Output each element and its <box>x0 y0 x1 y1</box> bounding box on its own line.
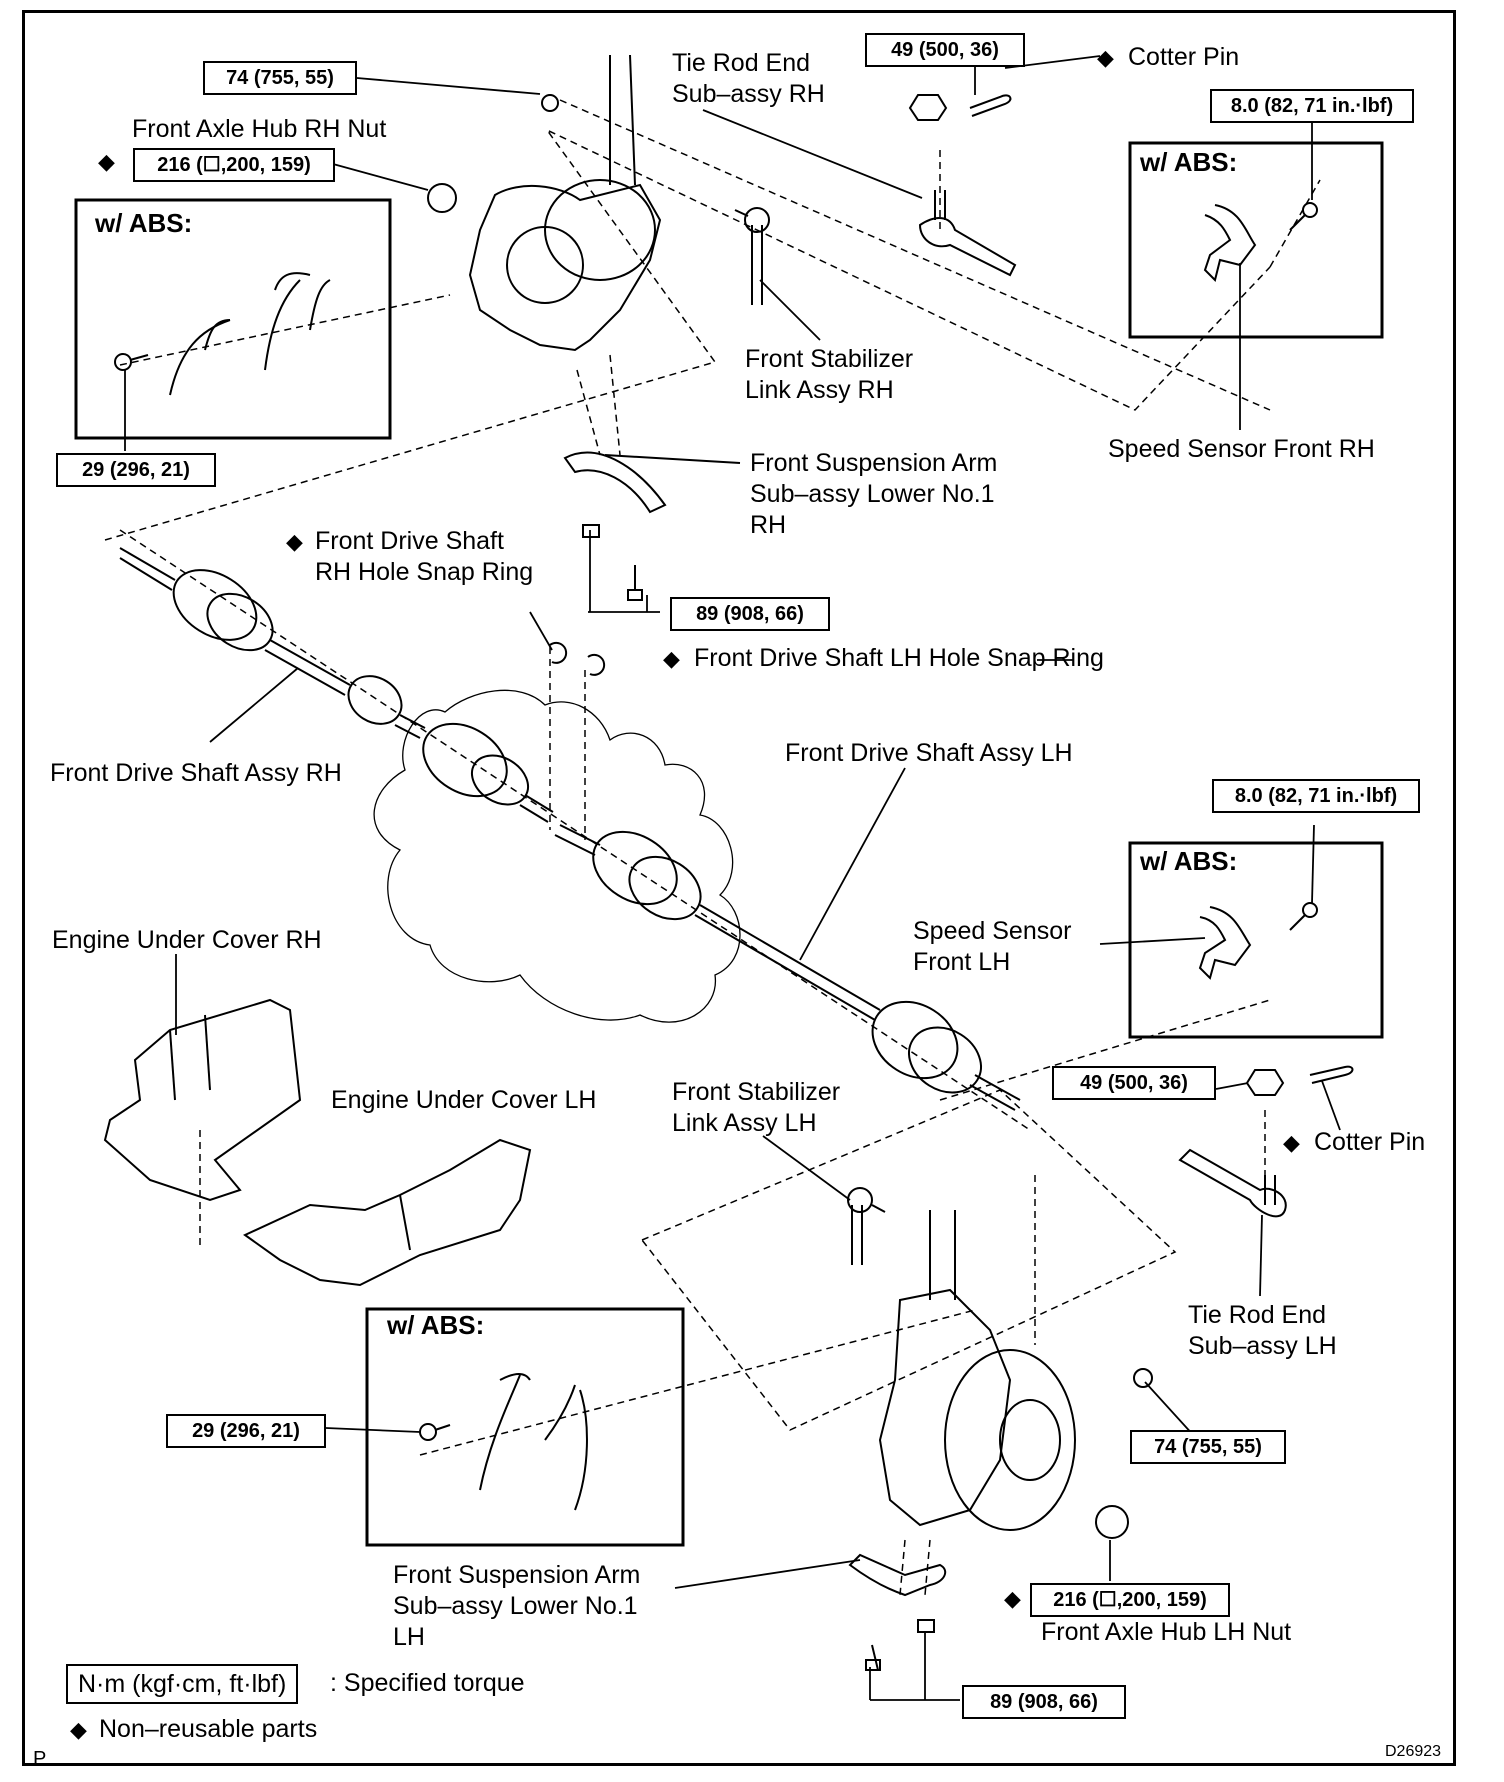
label-cotter-pin-top: Cotter Pin <box>1128 43 1240 71</box>
torque-216-top: 216 (☐,200, 159) <box>133 148 335 182</box>
abs-title-top-left: w/ ABS: <box>95 208 193 238</box>
label-front-drive-shaft-assy-rh: Front Drive Shaft Assy RH <box>50 759 342 787</box>
label-tie-rod-end-rh: Tie Rod End Sub–assy RH <box>672 49 825 108</box>
figure-code: D26923 <box>1385 1743 1442 1760</box>
hub-nut-lh <box>1095 1505 1129 1539</box>
torque-49-top: 49 (500, 36) <box>865 33 1025 67</box>
steering-knuckle-lh <box>878 1210 1076 1531</box>
torque-8-mid: 8.0 (82, 71 in.·lbf) <box>1212 779 1420 813</box>
washer-74-bottom <box>1133 1368 1153 1388</box>
steering-knuckle-rh <box>468 54 662 352</box>
snap-ring-lh <box>587 653 606 676</box>
label-front-axle-hub-lh-nut: Front Axle Hub LH Nut <box>1041 1618 1292 1646</box>
castle-nut-top <box>908 94 948 121</box>
snap-ring-rh <box>549 641 568 664</box>
bolt-8-top <box>1289 202 1318 231</box>
nut-89-top <box>582 524 600 538</box>
bolt-89-bottom <box>865 1644 881 1671</box>
abs-box-top-right <box>1128 141 1384 339</box>
diagram-frame <box>22 10 1456 1766</box>
hub-nut-rh <box>427 183 457 213</box>
torque-74-bottom: 74 (755, 55) <box>1130 1430 1286 1464</box>
nonreusable-marker-snap-lh: ◆ <box>663 646 680 671</box>
label-front-suspension-arm-lh: Front Suspension Arm Sub–assy Lower No.1… <box>393 1561 641 1651</box>
abs-title-mid-right: w/ ABS: <box>1140 846 1238 876</box>
abs-wire-bottom <box>479 1373 588 1511</box>
label-front-drive-shaft-lh-snap-ring: Front Drive Shaft LH Hole Snap Ring <box>694 644 1104 672</box>
label-front-drive-shaft-rh-snap-ring: Front Drive Shaft RH Hole Snap Ring <box>315 527 534 586</box>
dashed-frame-bottom <box>641 1089 1177 1431</box>
corner-p: P <box>33 1748 47 1770</box>
torque-29-bottom: 29 (296, 21) <box>166 1414 326 1448</box>
label-speed-sensor-front-rh: Speed Sensor Front RH <box>1108 435 1375 463</box>
nonreusable-marker-hub-lh: ◆ <box>1004 1586 1021 1611</box>
label-front-stabilizer-link-lh: Front Stabilizer Link Assy LH <box>672 1078 841 1137</box>
abs-box-top-left <box>74 198 392 440</box>
nut-89-bottom <box>917 1619 935 1633</box>
abs-box-bottom <box>365 1307 685 1547</box>
label-front-axle-hub-rh-nut: Front Axle Hub RH Nut <box>132 115 387 143</box>
cotter-pin-top-shape <box>969 94 1012 117</box>
label-speed-sensor-front-lh: Speed Sensor Front LH <box>913 917 1072 976</box>
nonreusable-marker-snap-rh: ◆ <box>286 529 303 554</box>
torque-89-bottom: 89 (908, 66) <box>962 1685 1126 1719</box>
front-drive-shaft-rh <box>119 547 554 823</box>
bolt-8-mid <box>1289 902 1318 931</box>
suspension-arm-lh-shape <box>848 1553 947 1597</box>
speed-sensor-lh-shape <box>1198 906 1252 980</box>
abs-title-bottom: w/ ABS: <box>387 1310 485 1340</box>
torque-49-bottom: 49 (500, 36) <box>1052 1066 1216 1100</box>
dashed-frame-top <box>104 129 1271 541</box>
abs-wire-top-left <box>169 272 331 396</box>
cotter-pin-bottom-shape <box>1309 1065 1354 1084</box>
label-cotter-pin-bottom: Cotter Pin <box>1314 1128 1426 1156</box>
leader-lines <box>124 55 1341 1701</box>
abs-title-top-right: w/ ABS: <box>1140 147 1238 177</box>
engine-under-cover-lh-shape <box>243 1138 532 1287</box>
label-engine-under-cover-rh: Engine Under Cover RH <box>52 926 322 954</box>
label-front-drive-shaft-assy-lh: Front Drive Shaft Assy LH <box>785 739 1073 767</box>
legend-unit-box: N·m (kgf·cm, ft·lbf) <box>66 1664 299 1704</box>
engine-under-cover-rh-shape <box>103 998 302 1202</box>
stabilizer-link-lh <box>847 1187 886 1265</box>
torque-74-top: 74 (755, 55) <box>203 61 357 95</box>
speed-sensor-rh-shape <box>1203 204 1257 282</box>
abs-box-mid-right <box>1128 841 1384 1039</box>
bolt-29-top <box>114 353 149 371</box>
front-drive-shaft-lh <box>554 824 1021 1111</box>
bolt-89-top <box>627 565 643 601</box>
tie-rod-end-lh <box>1178 1148 1287 1218</box>
torque-89-top: 89 (908, 66) <box>670 597 830 631</box>
nonreusable-marker-cotter-bottom: ◆ <box>1283 1130 1300 1155</box>
nonreusable-marker-cotter-top: ◆ <box>1097 45 1114 70</box>
nonreusable-marker-hub-rh: ◆ <box>98 149 115 174</box>
castle-nut-bottom <box>1245 1069 1285 1096</box>
tie-rod-end-rh <box>918 190 1017 277</box>
suspension-arm-rh-shape <box>563 451 741 514</box>
legend-diamond: ◆ <box>70 1717 87 1742</box>
stabilizer-link-rh <box>734 207 770 305</box>
legend-nonreusable-text: Non–reusable parts <box>99 1715 318 1743</box>
torque-8-top: 8.0 (82, 71 in.·lbf) <box>1210 89 1414 123</box>
torque-216-bottom: 216 (☐,200, 159) <box>1030 1583 1230 1617</box>
washer-74-top <box>541 94 559 112</box>
label-tie-rod-end-lh: Tie Rod End Sub–assy LH <box>1188 1301 1337 1360</box>
label-engine-under-cover-lh: Engine Under Cover LH <box>331 1086 597 1114</box>
label-front-suspension-arm-rh: Front Suspension Arm Sub–assy Lower No.1… <box>750 449 998 539</box>
torque-29-top: 29 (296, 21) <box>56 453 216 487</box>
bolt-29-bottom <box>419 1423 451 1441</box>
label-front-stabilizer-link-rh: Front Stabilizer Link Assy RH <box>745 345 914 404</box>
engine-outline <box>373 689 741 1023</box>
legend-unit-text: : Specified torque <box>330 1669 525 1697</box>
